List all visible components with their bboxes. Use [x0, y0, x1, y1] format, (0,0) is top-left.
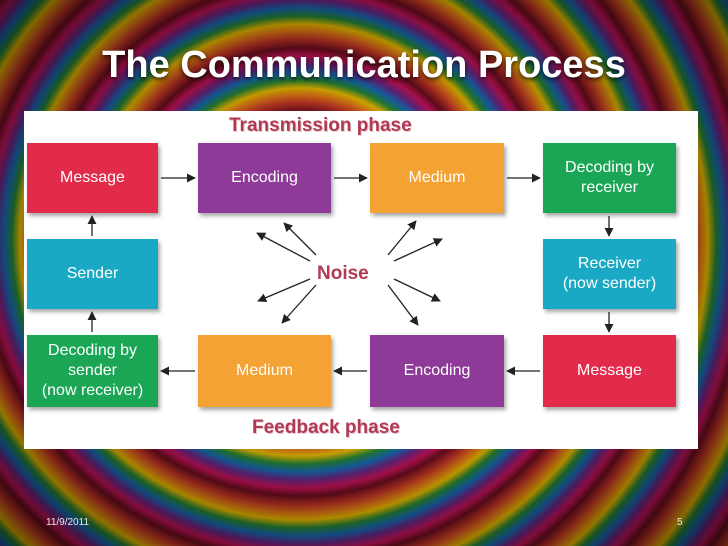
medium-box-bottom: Medium — [198, 335, 331, 407]
slide-page-number: 5 — [677, 517, 683, 528]
noise-arrow-6 — [393, 238, 443, 262]
noise-arrow-5 — [387, 220, 417, 256]
noise-arrow-3 — [257, 278, 311, 302]
slide-date: 11/9/2011 — [46, 517, 90, 528]
noise-label: Noise — [317, 263, 369, 284]
diagram-panel: Transmission phase Feedback phase Messag… — [24, 111, 698, 449]
encoding-box-bottom: Encoding — [370, 335, 504, 407]
encoding-box-top: Encoding — [198, 143, 331, 213]
noise-arrow-2 — [283, 222, 317, 256]
message-box-top: Message — [27, 143, 158, 213]
message-box-bottom: Message — [543, 335, 676, 407]
decoding-by-receiver-box: Decoding by receiver — [543, 143, 676, 213]
medium-box-top: Medium — [370, 143, 504, 213]
feedback-phase-label: Feedback phase — [252, 417, 400, 438]
arrows — [87, 173, 614, 376]
slide-title: The Communication Process — [102, 44, 626, 86]
decoding-by-sender-box: Decoding by sender (now receiver) — [27, 335, 158, 407]
noise-arrow-8 — [387, 284, 419, 326]
noise-arrow-1 — [256, 232, 311, 262]
transmission-phase-label: Transmission phase — [229, 115, 412, 136]
noise-arrow-4 — [281, 284, 317, 324]
sender-box: Sender — [27, 239, 158, 309]
receiver-box: Receiver (now sender) — [543, 239, 676, 309]
noise-arrow-7 — [393, 278, 441, 302]
